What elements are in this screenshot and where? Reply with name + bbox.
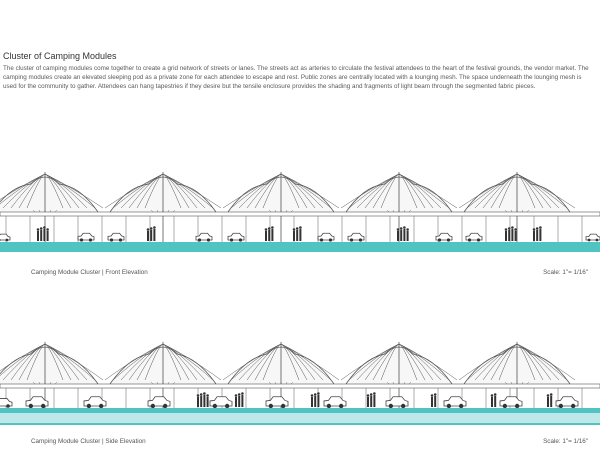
car-icon xyxy=(385,396,409,409)
canopy-module xyxy=(104,172,222,242)
car-icon xyxy=(465,232,483,242)
people-figures xyxy=(146,226,156,241)
ground-band-lower xyxy=(0,413,600,423)
car-icon xyxy=(77,232,95,242)
canopy-module xyxy=(104,342,222,408)
car-icon xyxy=(227,232,245,242)
people-figures xyxy=(196,392,209,407)
car-icon xyxy=(435,232,453,242)
car-icon xyxy=(265,396,289,409)
platform-deck xyxy=(0,211,600,217)
canopy-module xyxy=(0,172,104,242)
front-elevation-caption: Camping Module Cluster | Front Elevation xyxy=(31,269,148,276)
car-icon xyxy=(83,396,107,409)
people-figures xyxy=(292,226,302,241)
section-title: Cluster of Camping Modules xyxy=(3,51,117,61)
car-icon xyxy=(209,396,233,409)
people-figures xyxy=(264,226,274,241)
people-figures xyxy=(430,393,437,407)
canopy-module xyxy=(222,172,340,242)
people-figures xyxy=(234,392,244,407)
car-icon xyxy=(195,232,213,242)
platform-deck xyxy=(0,383,600,389)
car-icon xyxy=(25,396,49,409)
car-icon xyxy=(555,396,579,409)
ground-band xyxy=(0,242,600,252)
car-icon xyxy=(585,233,600,242)
side-elevation-caption: Camping Module Cluster | Side Elevation xyxy=(31,438,146,445)
car-icon xyxy=(347,232,365,242)
description-paragraph: The cluster of camping modules come toge… xyxy=(3,65,589,91)
people-figures xyxy=(310,392,320,407)
canopy-module xyxy=(340,342,458,408)
ground-edge xyxy=(0,423,600,425)
people-figures xyxy=(532,226,542,241)
canopy-module xyxy=(0,342,104,408)
people-figures xyxy=(36,226,49,241)
ground-band xyxy=(0,408,600,413)
car-icon xyxy=(107,232,125,242)
car-icon xyxy=(499,396,523,409)
car-icon xyxy=(0,398,13,408)
front-elevation-scale: Scale: 1"= 1/16" xyxy=(543,269,588,276)
car-icon xyxy=(317,232,335,242)
side-elevation-drawing xyxy=(0,342,600,425)
car-icon xyxy=(443,396,467,409)
canopy-module xyxy=(340,172,458,242)
car-icon xyxy=(147,396,171,409)
people-figures xyxy=(546,393,553,407)
people-figures xyxy=(366,392,376,407)
people-figures xyxy=(490,393,497,407)
car-icon xyxy=(323,396,347,409)
people-figures xyxy=(396,226,409,241)
side-elevation-scale: Scale: 1"= 1/16" xyxy=(543,438,588,445)
canopy-module xyxy=(458,172,576,242)
front-elevation-drawing xyxy=(0,172,600,252)
car-icon xyxy=(0,233,11,242)
people-figures xyxy=(504,226,517,241)
